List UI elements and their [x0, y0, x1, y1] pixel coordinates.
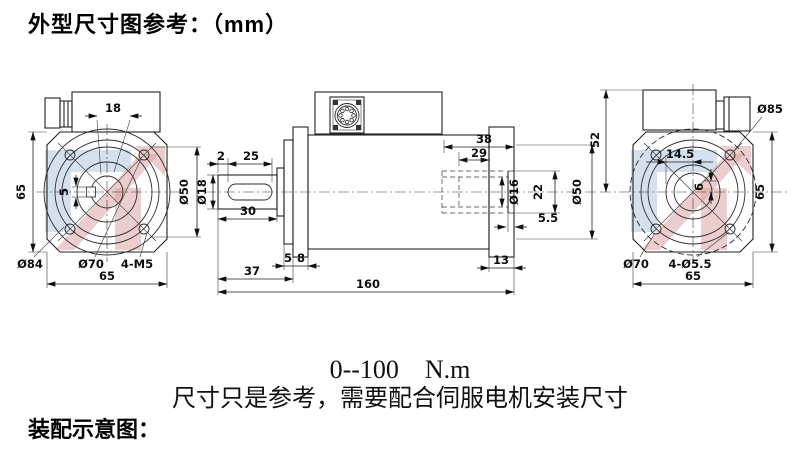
assembly-heading: 装配示意图：	[28, 417, 161, 442]
torque-range: 0--100 N.m	[329, 355, 471, 384]
dim-side-keyway-length: 25	[243, 149, 259, 163]
dim-rear-height: 65	[753, 184, 767, 200]
label-front-bolt-circle: Ø70	[78, 257, 104, 271]
dim-side-body-length: 160	[356, 277, 380, 291]
dim-side-bore-dia: Ø16	[507, 179, 521, 205]
label-rear-mount-holes: 4-Ø5.5	[669, 257, 712, 271]
side-view: 2 25 Ø18 30 5 8 37 160	[195, 91, 598, 295]
dim-side-shaft-dia: Ø18	[195, 179, 209, 205]
dimension-drawing: 18 65 5 Ø50 Ø84 Ø70 4-M5	[14, 84, 788, 295]
front-view: 18 65 5 Ø50 Ø84 Ø70 4-M5	[14, 91, 201, 288]
dim-rear-key-width: 6	[692, 183, 706, 191]
front-flange	[46, 131, 168, 253]
dim-rear-half-height: 52	[588, 132, 602, 148]
dim-side-keyway-offset: 2	[217, 149, 225, 163]
dim-side-rear-pilot-dia: Ø50	[570, 179, 584, 205]
rear-view: 52 14.5 6 65 Ø85 Ø70 4-Ø5.5	[588, 84, 788, 288]
side-connector	[329, 96, 365, 134]
page-title: 外型尺寸图参考：（mm）	[28, 12, 289, 37]
dim-front-pilot-dia: Ø50	[177, 179, 191, 205]
label-front-mount-holes: 4-M5	[121, 257, 153, 271]
dim-rear-hub-offset: 14.5	[666, 147, 694, 161]
label-rear-bolt-circle: Ø70	[623, 257, 649, 271]
front-connector	[44, 97, 73, 129]
label-rear-outer-dia: Ø85	[757, 102, 783, 116]
dim-side-flange-thickness: 8	[297, 251, 305, 265]
dimension-note: 尺寸只是参考，需要配合伺服电机安装尺寸	[172, 386, 628, 412]
dim-front-width: 65	[99, 269, 115, 283]
dim-side-spigot-width: 5	[284, 251, 292, 265]
dim-front-height: 65	[14, 184, 28, 200]
dim-side-rear-flange-thickness: 13	[493, 253, 509, 267]
dim-rear-width: 65	[685, 269, 701, 283]
dim-side-recess-dia: 22	[531, 184, 545, 200]
dim-side-recess-depth: 5.5	[538, 211, 558, 225]
rear-connector	[715, 96, 751, 132]
dim-side-shaft-length: 30	[240, 204, 256, 218]
rear-housing	[642, 89, 717, 131]
label-front-outer-dia: Ø84	[17, 257, 43, 271]
dim-side-front-length: 37	[244, 264, 260, 278]
dim-front-top-width: 18	[105, 101, 121, 115]
dim-side-rear-depth-inner: 29	[471, 146, 487, 160]
watermark-logo	[45, 146, 165, 250]
side-top-housing	[314, 91, 443, 135]
dim-side-rear-depth-outer: 38	[476, 132, 492, 146]
rear-flange	[632, 131, 754, 253]
dim-front-keyway-width: 5	[57, 188, 71, 196]
